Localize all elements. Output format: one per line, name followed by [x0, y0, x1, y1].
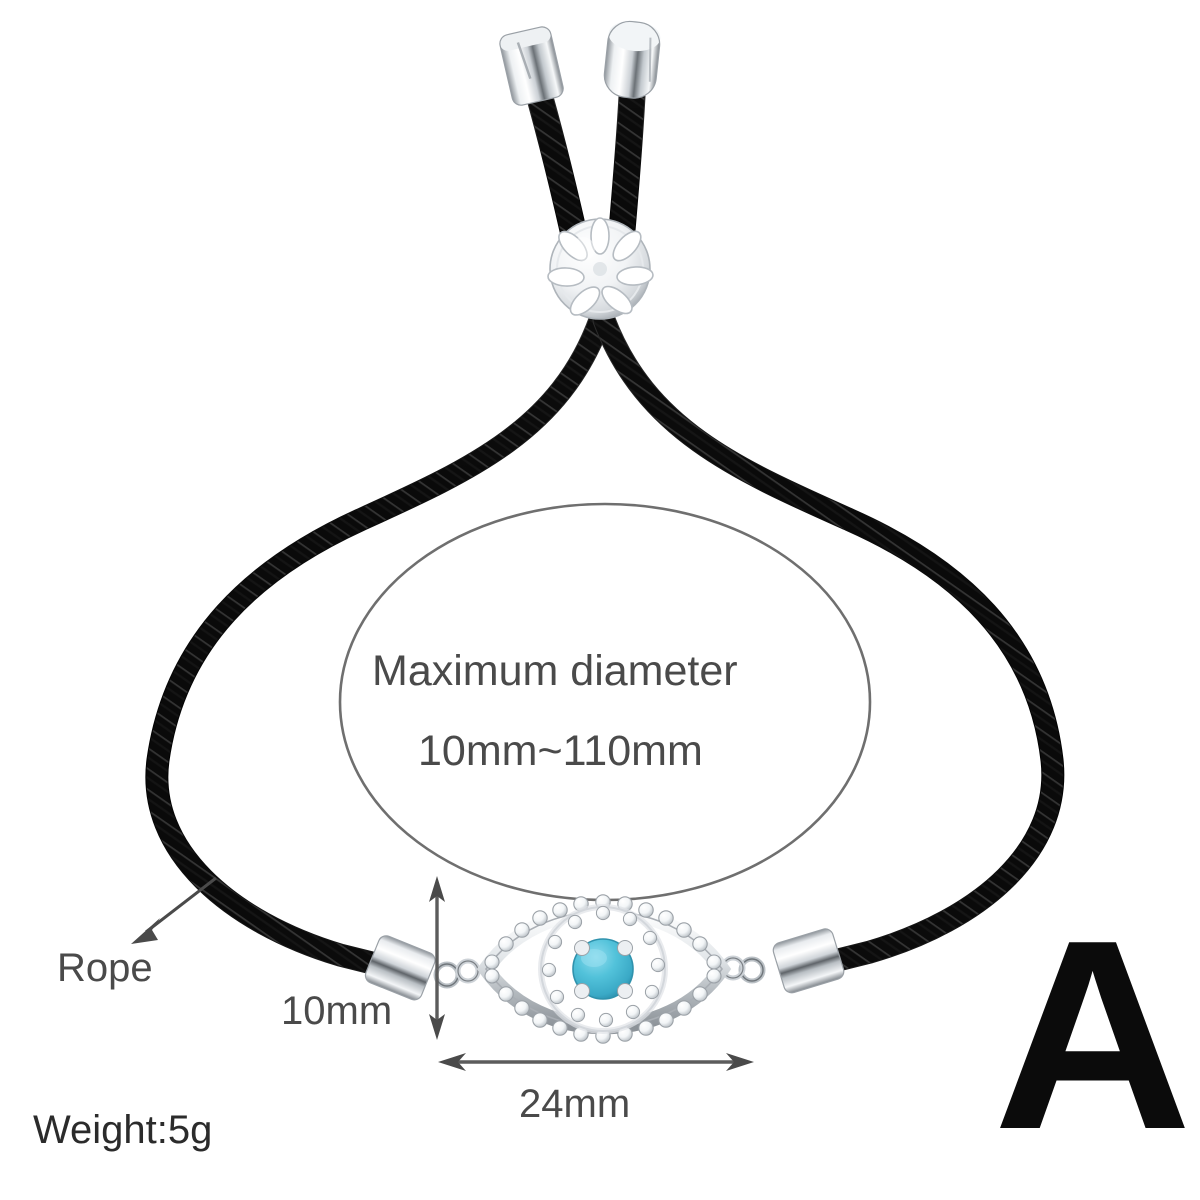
weight-label: Weight:5g: [33, 1108, 213, 1152]
end-cap-right: [720, 928, 845, 994]
dimension-width-24mm: [438, 1053, 754, 1071]
evil-eye-charm: [476, 894, 732, 1044]
charm-width-label: 24mm: [519, 1082, 631, 1126]
max-diameter-label-line1: Maximum diameter: [372, 647, 738, 695]
cz-pave-halo: [541, 905, 666, 1028]
variant-badge: A: [993, 885, 1192, 1186]
rope-callout-arrow: [131, 876, 217, 944]
end-cap-right-top: [603, 20, 661, 99]
max-diameter-label-line2: 10mm~110mm: [418, 727, 703, 775]
slider-bead: [547, 217, 654, 320]
end-cap-left-top: [499, 26, 564, 106]
charm-height-label: 10mm: [281, 989, 393, 1033]
cz-pave-outline: [484, 894, 722, 1044]
max-diameter-ellipse: [338, 502, 872, 902]
rope-label: Rope: [57, 946, 153, 990]
dimension-height-10mm: [429, 876, 445, 1040]
